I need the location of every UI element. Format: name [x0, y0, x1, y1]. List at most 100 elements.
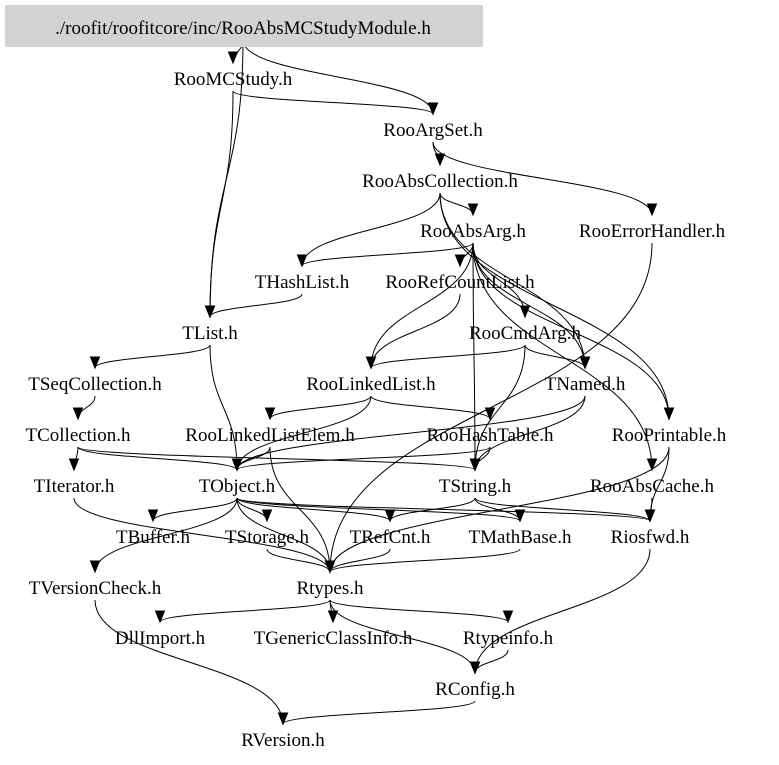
- node-roohashtable[interactable]: RooHashTable.h: [427, 425, 554, 446]
- node-rconfig[interactable]: RConfig.h: [435, 679, 515, 700]
- edge-tobject-to-tstorage-arrowhead: [261, 509, 273, 523]
- edge-roomcstudy-to-rooargset: [232, 90, 434, 115]
- edge-tmathbase-to-rtypes: [329, 548, 521, 573]
- edge-rooabsarg-to-tnamed: [472, 242, 586, 369]
- edge-rooabsarg-to-rooabscache-arrowhead: [646, 458, 658, 472]
- node-rversion[interactable]: RVersion.h: [241, 730, 325, 751]
- edge-tobject-to-tmathbase: [236, 497, 521, 522]
- node-rooabsarg[interactable]: RooAbsArg.h: [420, 221, 526, 242]
- node-rtypes[interactable]: Rtypes.h: [296, 578, 364, 599]
- edge-tcollection-to-tstring: [77, 446, 476, 471]
- edge-roolinkedlist-to-roolinkedlistelem-arrowhead: [264, 407, 276, 421]
- edge-roocmdarg-to-tnamed: [524, 344, 586, 369]
- edge-roolinkedlist-to-tobject: [236, 395, 372, 471]
- edge-rooabsarg-to-rooabscache: [472, 242, 653, 471]
- edge-tversioncheck-to-rversion: [94, 599, 284, 725]
- edge-rooabsarg-to-roorefcountlist-arrowhead: [454, 254, 466, 268]
- edge-roohashtable-to-tobject-arrowhead: [231, 458, 243, 472]
- edge-tobject-to-riosfwd: [236, 497, 651, 522]
- edge-roomcstudy-to-rooargset-arrowhead: [427, 102, 439, 116]
- node-roolinkedlist[interactable]: RooLinkedList.h: [306, 374, 436, 395]
- edge-rooabscollection-to-tnamed: [439, 192, 586, 369]
- edge-roocmdarg-to-roolinkedlist-arrowhead: [365, 356, 377, 370]
- edge-roolinkedlist-to-roohashtable-arrowhead: [484, 407, 496, 421]
- edge-rooabsarg-to-roolinkedlist: [370, 242, 474, 369]
- edge-tobject-to-tversioncheck-arrowhead: [89, 560, 101, 574]
- edge-roocmdarg-to-roolinkedlist: [370, 344, 526, 369]
- node-roomcstudy[interactable]: RooMCStudy.h: [174, 69, 293, 90]
- edge-rooabsarg-to-rooprintable-arrowhead: [663, 407, 675, 421]
- node-tmathbase[interactable]: TMathBase.h: [469, 527, 572, 548]
- edge-tstring-to-trefcnt: [389, 497, 476, 522]
- node-tnamed[interactable]: TNamed.h: [545, 374, 626, 395]
- edge-rconfig-to-rversion-arrowhead: [277, 712, 289, 726]
- edge-tobject-to-tversioncheck: [94, 497, 238, 573]
- node-rooabscache[interactable]: RooAbsCache.h: [590, 476, 715, 497]
- node-roolinkedlistelem[interactable]: RooLinkedListElem.h: [185, 425, 355, 446]
- node-tobject[interactable]: TObject.h: [199, 476, 276, 497]
- edge-rooabsarg-to-thashlist: [301, 242, 474, 267]
- edge-rooabscollection-to-rooabsarg-arrowhead: [467, 203, 479, 217]
- edge-rtypeinfo-to-rconfig-arrowhead: [469, 661, 481, 675]
- edge-rconfig-to-rversion: [282, 700, 476, 725]
- edge-tstring-to-riosfwd: [474, 497, 651, 522]
- node-rooerrorhandler[interactable]: RooErrorHandler.h: [579, 221, 726, 242]
- edge-root-to-roomcstudy-arrowhead: [227, 51, 239, 65]
- edge-rtypes-to-rtypeinfo: [329, 599, 509, 623]
- edge-tstring-to-trefcnt-arrowhead: [384, 509, 396, 523]
- edge-rooabsarg-to-tstring: [472, 242, 476, 471]
- node-tstring[interactable]: TString.h: [439, 476, 512, 497]
- node-root[interactable]: ./roofit/roofitcore/inc/RooAbsMCStudyMod…: [55, 18, 431, 39]
- edge-tseqcollection-to-tcollection-arrowhead: [72, 407, 84, 421]
- node-tbuffer[interactable]: TBuffer.h: [116, 527, 191, 548]
- node-tgenericclassinfo[interactable]: TGenericClassInfo.h: [254, 628, 413, 649]
- edge-tobject-to-tbuffer: [152, 497, 238, 522]
- node-titerator[interactable]: TIterator.h: [34, 476, 115, 497]
- node-rtypeinfo[interactable]: Rtypeinfo.h: [463, 628, 554, 649]
- edge-rooargset-to-rooerrorhandler: [432, 141, 653, 216]
- node-thashlist[interactable]: THashList.h: [255, 272, 350, 293]
- edge-rooargset-to-rooabscollection-arrowhead: [434, 153, 446, 167]
- node-roocmdarg[interactable]: RooCmdArg.h: [469, 323, 582, 344]
- node-tseqcollection[interactable]: TSeqCollection.h: [28, 374, 162, 395]
- edge-rooabscache-to-riosfwd-arrowhead: [644, 509, 656, 523]
- node-tcollection[interactable]: TCollection.h: [25, 425, 131, 446]
- node-riosfwd[interactable]: Riosfwd.h: [611, 527, 690, 548]
- edge-riosfwd-to-rconfig: [474, 548, 651, 674]
- edge-rtypes-to-rtypeinfo-arrowhead: [502, 610, 514, 624]
- edge-rooprintable-to-rtypes: [329, 446, 670, 573]
- node-trefcnt[interactable]: TRefCnt.h: [350, 527, 431, 548]
- node-tlist[interactable]: TList.h: [182, 323, 238, 344]
- edge-thashlist-to-tlist-arrowhead: [204, 305, 216, 319]
- edges-layer: [68, 39, 675, 726]
- edge-roohashtable-to-tobject: [236, 446, 491, 471]
- edge-tnamed-to-tobject: [236, 395, 586, 471]
- edge-tobject-to-tbuffer-arrowhead: [147, 509, 159, 523]
- node-tversioncheck[interactable]: TVersionCheck.h: [29, 578, 162, 599]
- edge-rtypes-to-dllimport-arrowhead: [154, 610, 166, 624]
- nodes-layer: ./roofit/roofitcore/inc/RooAbsMCStudyMod…: [25, 18, 726, 751]
- node-dllimport[interactable]: DllImport.h: [115, 628, 206, 649]
- edge-thashlist-to-tlist: [209, 293, 303, 318]
- edge-tnamed-to-tstring: [474, 395, 586, 471]
- root-node-box[interactable]: [5, 5, 483, 47]
- edge-roolinkedlist-to-roolinkedlistelem: [269, 395, 372, 420]
- edge-rtypes-to-dllimport: [159, 599, 331, 623]
- edge-roocmdarg-to-tnamed-arrowhead: [579, 356, 591, 370]
- edge-rooargset-to-rooerrorhandler-arrowhead: [646, 203, 658, 217]
- edge-tcollection-to-tobject: [77, 446, 238, 471]
- edge-roolinkedlistelem-to-rtypes: [269, 446, 331, 573]
- edge-tobject-to-trefcnt: [236, 497, 391, 522]
- node-rooprintable[interactable]: RooPrintable.h: [612, 425, 727, 446]
- node-tstorage[interactable]: TStorage.h: [225, 527, 309, 548]
- edge-rooabsarg-to-roocmdarg-arrowhead: [519, 305, 531, 319]
- edge-titerator-to-rtypes: [73, 497, 331, 573]
- edge-rooabsarg-to-thashlist-arrowhead: [296, 254, 308, 268]
- edge-rooabsarg-to-rooprintable: [472, 242, 670, 420]
- edge-rooabscollection-to-thashlist: [301, 192, 441, 267]
- node-roorefcountlist[interactable]: RooRefCountList.h: [385, 272, 535, 293]
- node-rooabscollection[interactable]: RooAbsCollection.h: [362, 171, 518, 192]
- edge-rtypes-to-tgenericclassinfo-arrowhead: [327, 610, 339, 624]
- node-rooargset[interactable]: RooArgSet.h: [383, 120, 483, 141]
